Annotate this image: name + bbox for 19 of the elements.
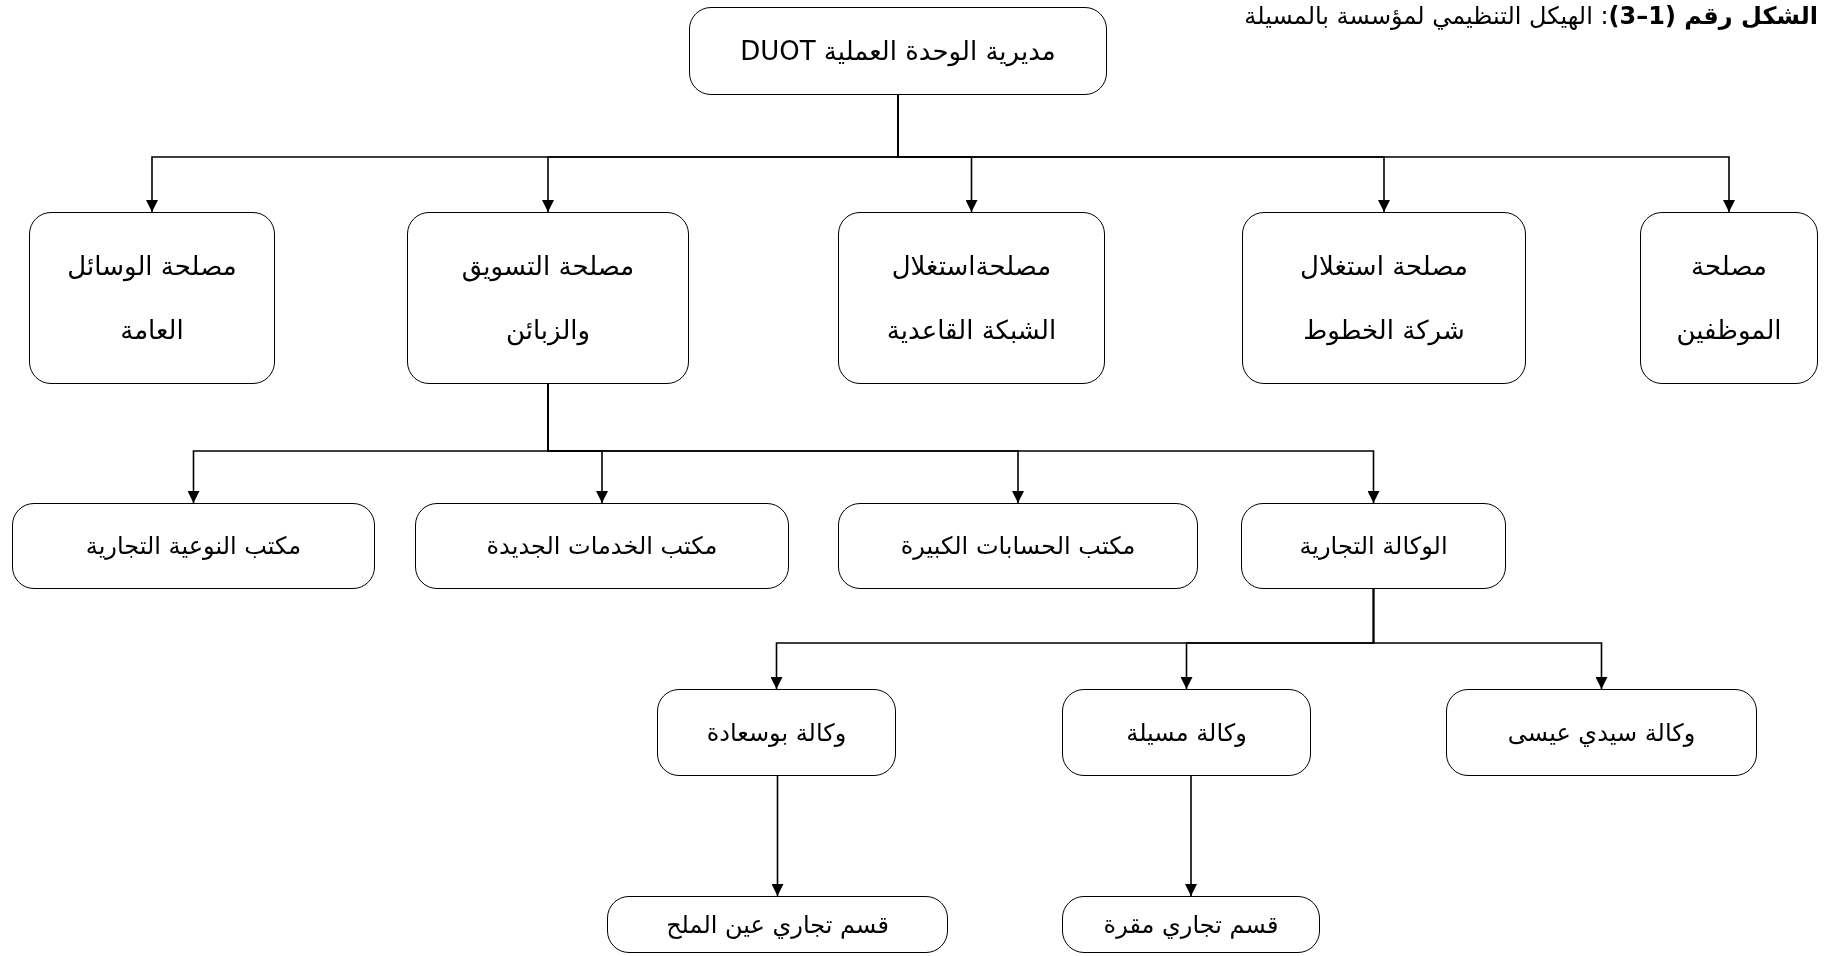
arrow [771,775,784,897]
org-box: قسم تجاري مقرة [1062,896,1320,953]
arrow [1185,775,1197,897]
title: الشكل رقم (1–3): الهيكل التنظيمي لمؤسسة بالمسيلة [1244,2,1818,30]
org-box: مصلحة الموظفين [1640,212,1818,384]
org-box: مصلحة التسويق والزبائن [407,212,689,384]
org-box: مكتب الحسابات الكبيرة [838,503,1198,589]
org-box: وكالة سيدي عيسى [1446,689,1757,776]
org-box: مكتب الخدمات الجديدة [415,503,789,589]
org-box: قسم تجاري عين الملح [607,896,948,953]
org-box: الوكالة التجارية [1241,503,1506,589]
arrow [770,588,1375,690]
org-box: مصلحة استغلال شركة الخطوط [1242,212,1526,384]
org-box: مديرية الوحدة العملية DUOT [689,7,1107,95]
org-box: وكالة بوسعادة [657,689,896,776]
org-box: مصلحةاستغلال الشبكة القاعدية [838,212,1105,384]
org-box: مكتب النوعية التجارية [12,503,375,589]
org-box: مصلحة الوسائل العامة [29,212,275,384]
org-box: وكالة مسيلة [1062,689,1311,776]
